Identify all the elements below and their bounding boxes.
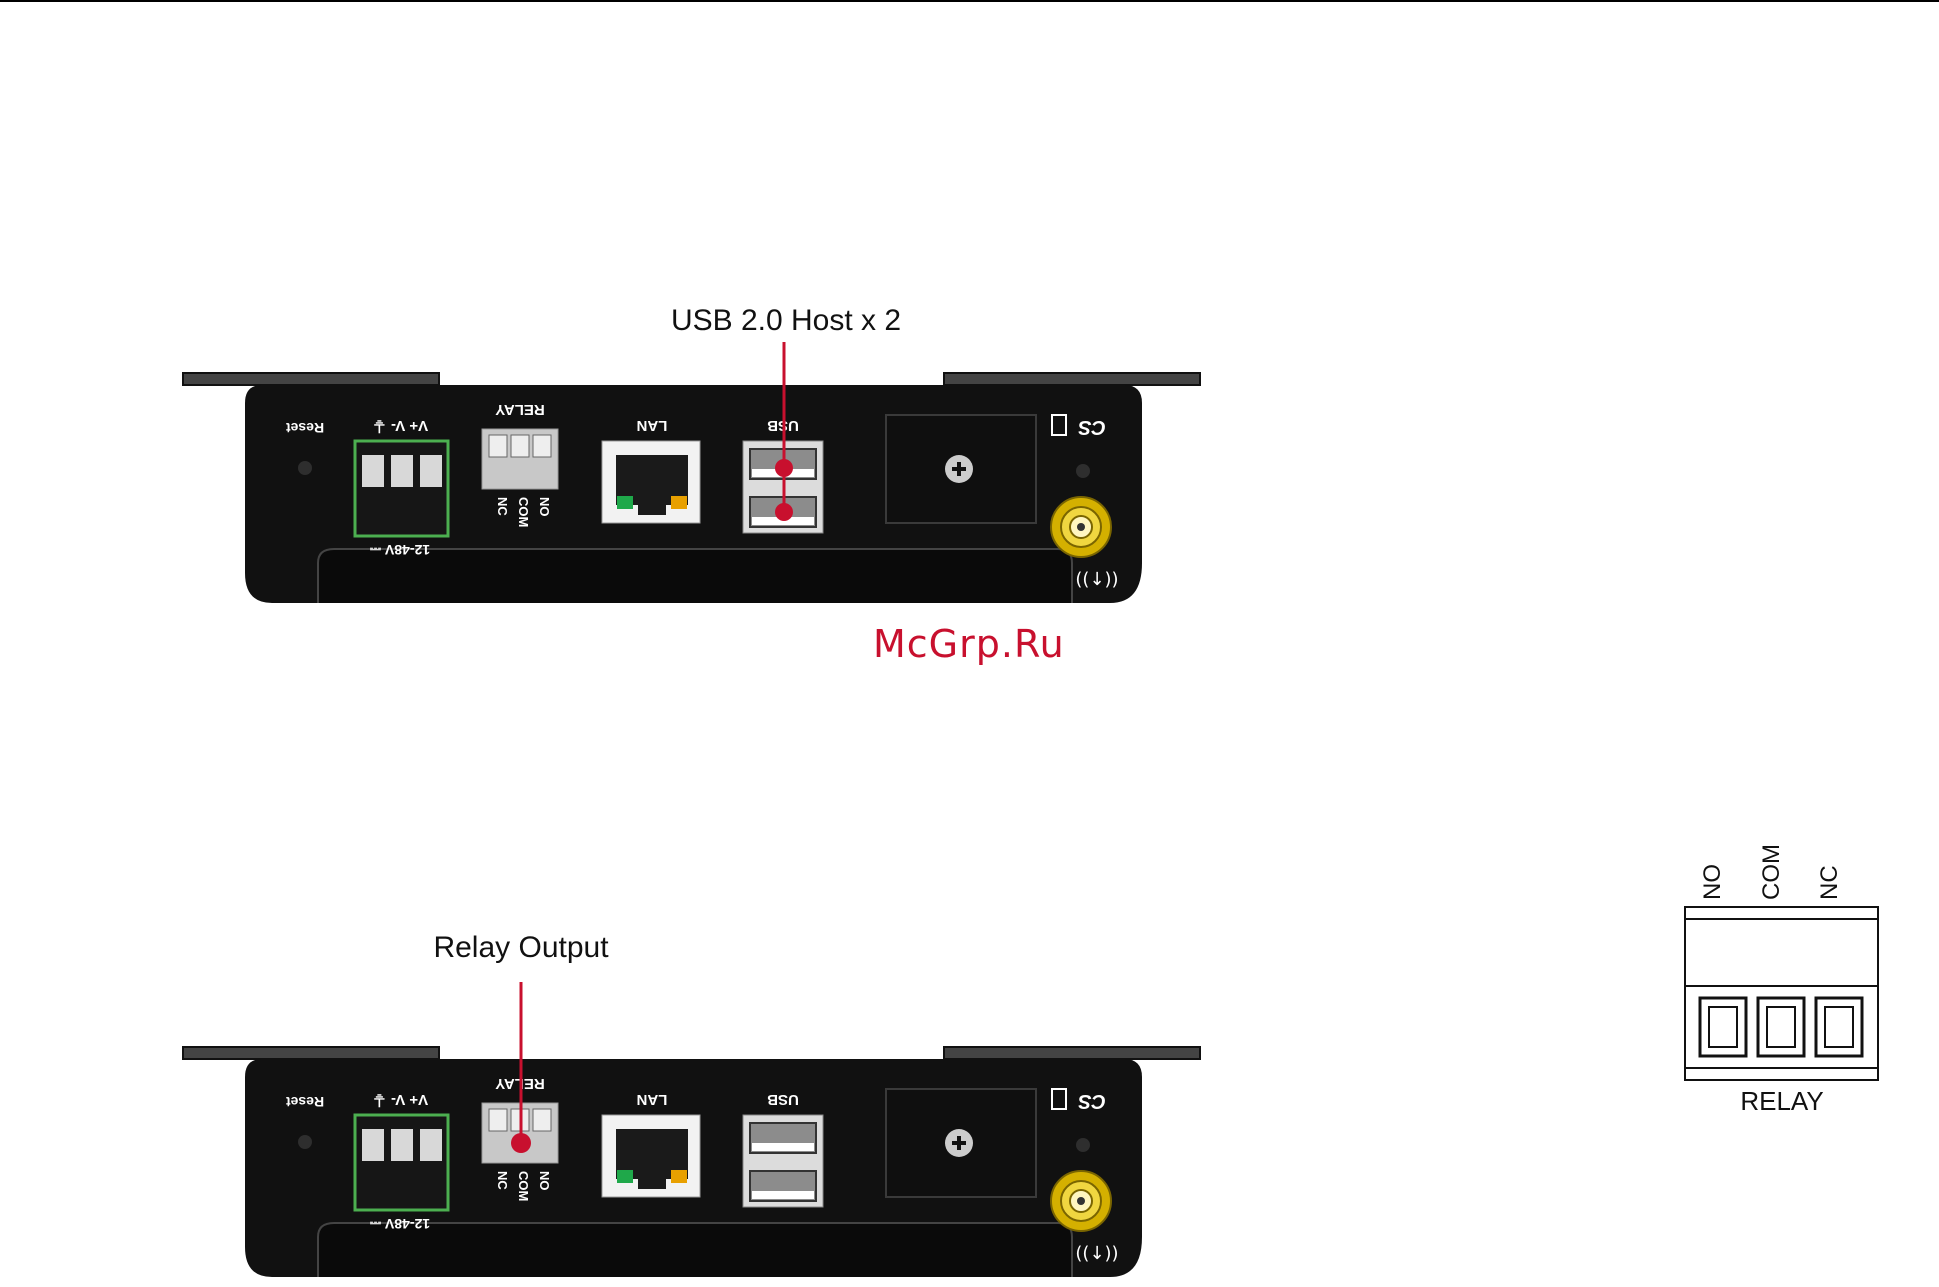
relay-callout-label: Relay Output xyxy=(433,931,608,965)
watermark: McGrp.Ru xyxy=(873,622,1065,666)
device-panel-relay xyxy=(183,1047,1200,1277)
relay-pin-nc: NC xyxy=(1816,865,1843,900)
relay-pin-com: COM xyxy=(1758,844,1785,900)
relay-connector-detail: NO COM NC RELAY xyxy=(1680,830,1880,1120)
relay-detail-label: RELAY xyxy=(1740,1086,1823,1116)
relay-pin-no: NO xyxy=(1699,864,1726,900)
relay-marker xyxy=(511,1133,531,1153)
usb-port-2-marker xyxy=(775,503,793,521)
usb-callout-label: USB 2.0 Host x 2 xyxy=(671,304,901,338)
device-panel-usb xyxy=(183,373,1200,603)
usb-port-1-marker xyxy=(775,459,793,477)
